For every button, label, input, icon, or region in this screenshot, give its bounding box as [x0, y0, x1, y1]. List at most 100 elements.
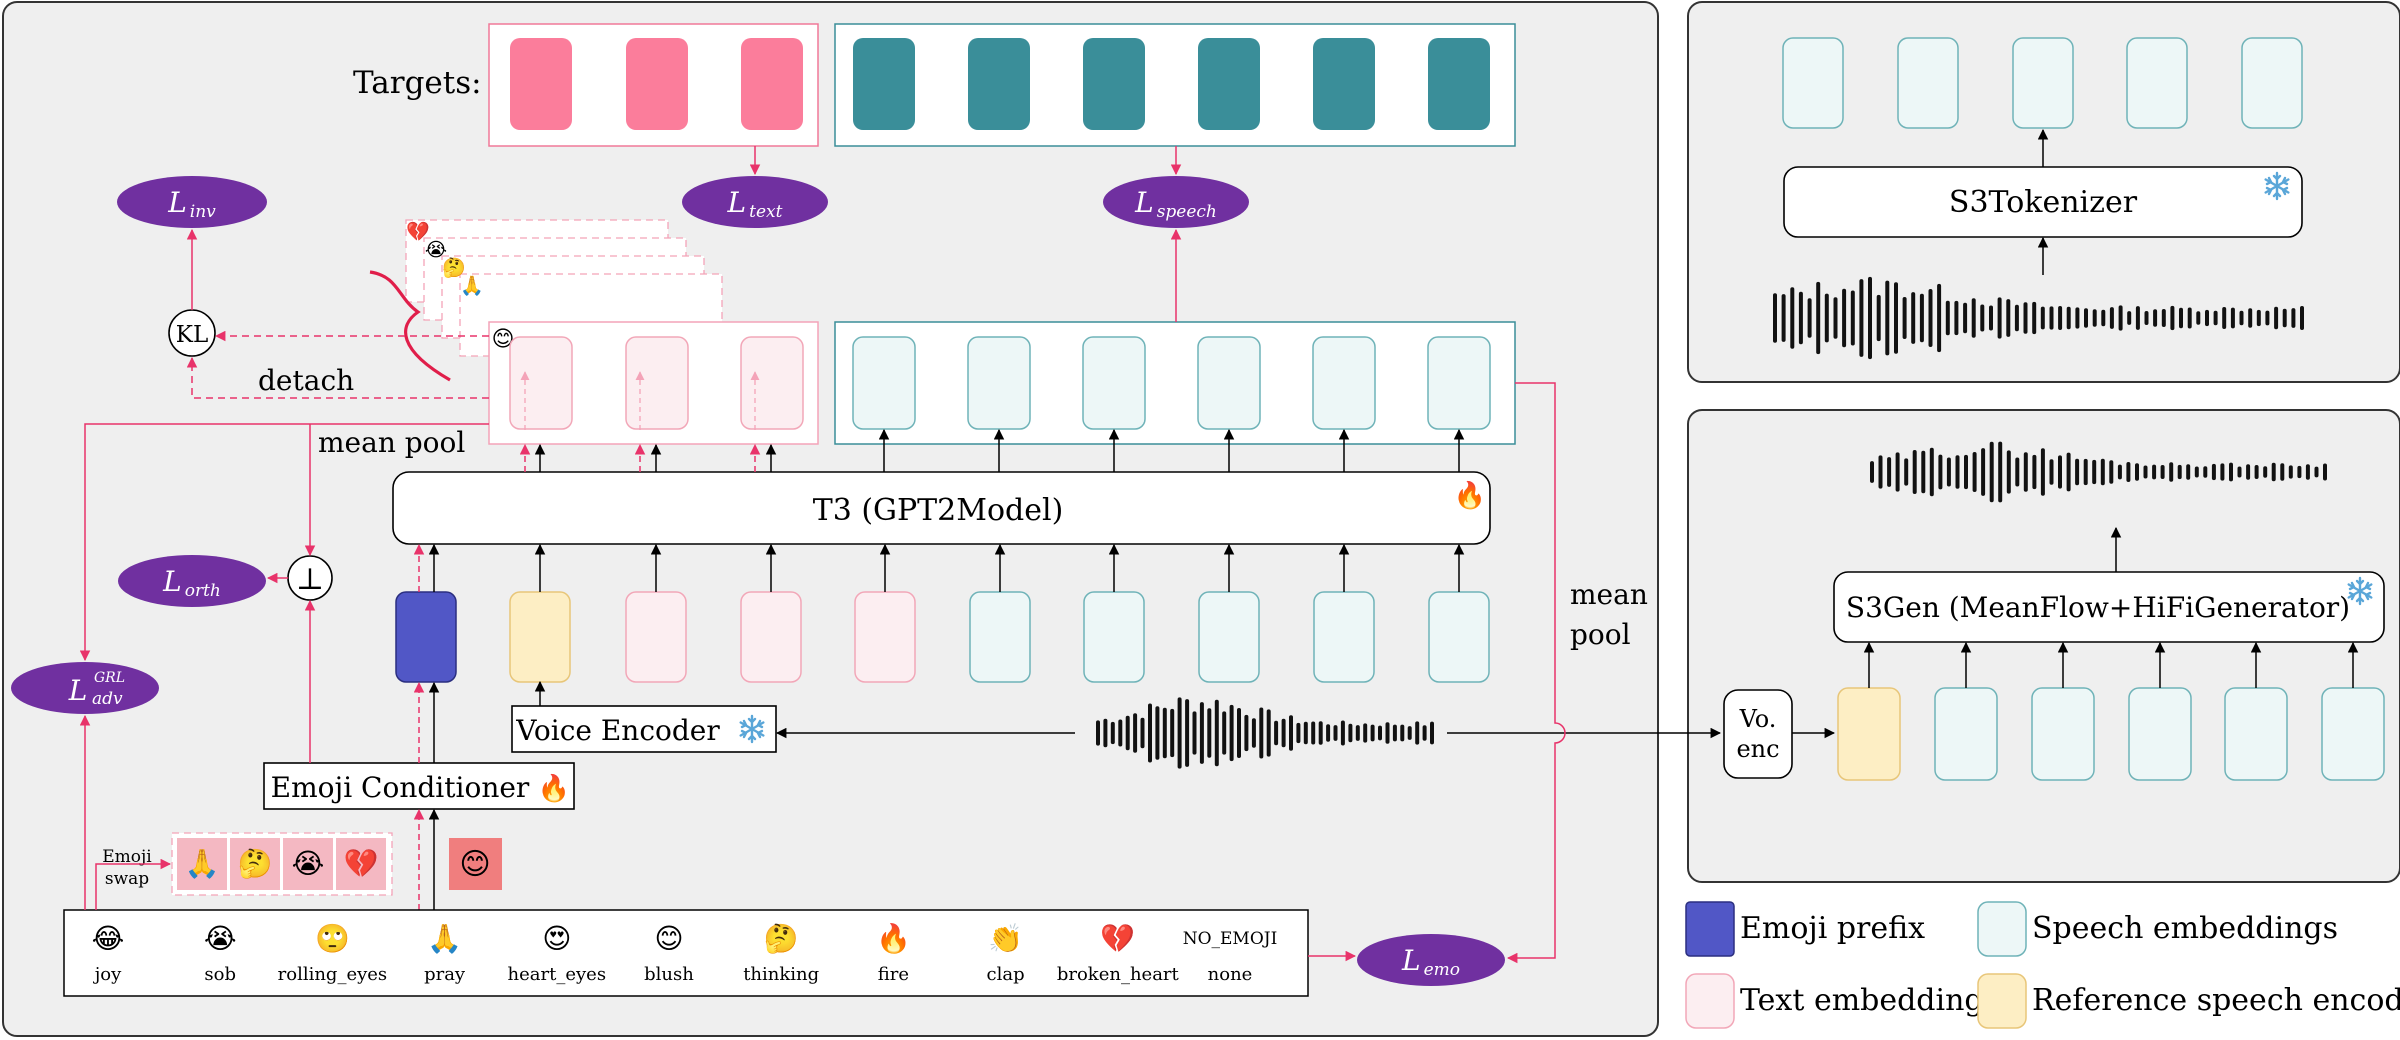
emoji-class-icon: 👏 — [988, 922, 1023, 955]
speech-token — [1897, 37, 1959, 129]
speech-target-token — [1198, 38, 1260, 130]
text-targets — [510, 38, 803, 130]
speech-input-token — [1198, 591, 1260, 683]
speech-token — [2128, 687, 2192, 781]
stack-emoji: 😊 — [492, 327, 515, 352]
selected-emoji-cell — [449, 838, 502, 890]
s3tokenizer-label: S3Tokenizer — [1949, 185, 2138, 220]
emoji-class-label: fire — [878, 964, 909, 985]
speech-token — [2321, 687, 2385, 781]
emoji-class-label: blush — [644, 964, 694, 985]
speech-token — [2031, 687, 2095, 781]
emoji-class-icon: 🙏 — [427, 922, 462, 955]
svg-text:adv: adv — [92, 689, 123, 709]
emoji-class-label: sob — [204, 964, 236, 985]
emoji-class-icon: 💔 — [1100, 922, 1135, 955]
legend-label: Text embeddings — [1740, 983, 1999, 1018]
legend: Emoji prefix Speech embeddings Text embe… — [1685, 901, 2400, 1029]
text-input-token — [740, 591, 802, 683]
text-output-token — [625, 336, 689, 430]
text-output-token — [509, 336, 573, 430]
speech-token — [1782, 37, 1844, 129]
emoji-class-label: joy — [93, 964, 122, 985]
speech-token — [1934, 687, 1998, 781]
speech-output-group — [834, 321, 1516, 445]
legend-label: Reference speech encoding — [2032, 983, 2400, 1018]
emoji-class-icon: 🙄 — [315, 922, 350, 955]
emoji-class-label: clap — [987, 964, 1025, 985]
svg-text:L: L — [68, 674, 88, 707]
emoji-class-icon: 🔥 — [876, 922, 911, 955]
legend-label: Emoji prefix — [1740, 911, 1925, 946]
speech-input-token — [969, 591, 1031, 683]
voice-encoder-module — [511, 705, 777, 753]
text-input-token — [854, 591, 916, 683]
emoji-class-label: broken_heart — [1057, 964, 1180, 985]
loss-adv: L GRL adv — [11, 662, 159, 714]
voice-encoder-label: Voice Encoder — [515, 714, 720, 747]
emoji-class-icon: NO_EMOJI — [1183, 929, 1278, 949]
fire-icon: 🔥 — [1454, 480, 1486, 511]
s3gen-label: S3Gen (MeanFlow+HiFiGenerator) — [1846, 591, 2350, 624]
text-target-token — [626, 38, 688, 130]
legend-label: Speech embeddings — [2032, 911, 2338, 946]
speech-output-token — [1082, 336, 1146, 430]
s3gen-module — [1833, 571, 2385, 643]
speech-targets-group — [834, 23, 1516, 147]
speech-token — [2224, 687, 2288, 781]
speech-token — [2012, 37, 2074, 129]
voice-encoder-small — [1723, 689, 1793, 779]
speech-output-token — [1312, 336, 1376, 430]
speech-input-token — [1313, 591, 1375, 683]
output-waveform — [1870, 441, 2327, 503]
speech-output-token — [967, 336, 1031, 430]
selected-emoji: 😊 — [459, 847, 490, 882]
speech-target-token — [1428, 38, 1490, 130]
legend-swatch-reference — [1977, 973, 2027, 1029]
emoji-class-label: thinking — [743, 964, 819, 985]
speech-targets — [853, 38, 1490, 130]
swap-emoji: 🤔 — [238, 847, 273, 880]
swap-emoji: 🙏 — [185, 847, 220, 880]
emoji-class-label: heart_eyes — [508, 964, 607, 985]
speech-input-token — [1083, 591, 1145, 683]
speech-token — [2241, 37, 2303, 129]
emoji-conditioner-label: Emoji Conditioner — [271, 771, 530, 804]
emoji-class-icon: 😊 — [654, 922, 683, 955]
input-waveform — [1773, 276, 2304, 360]
emoji-class-icon: 😭 — [204, 922, 237, 955]
speech-target-token — [853, 38, 915, 130]
emoji-class-bar — [63, 909, 1309, 997]
emoji-conditioner-module — [263, 762, 575, 810]
speech-output-token — [1427, 336, 1491, 430]
swap-cell — [177, 838, 227, 890]
emoji-class-icon: 😂 — [92, 922, 125, 955]
vo-enc-label: enc — [1736, 735, 1779, 763]
emoji-class-label: pray — [424, 964, 466, 985]
speech-target-token — [1313, 38, 1375, 130]
swap-cell — [283, 838, 333, 890]
legend-swatch-emoji-prefix — [1685, 901, 1735, 957]
reference-waveform — [1096, 697, 1434, 769]
speech-output-tokens — [852, 336, 1491, 430]
t3-module — [392, 471, 1491, 545]
emoji-class-label: none — [1208, 964, 1253, 985]
text-target-token — [741, 38, 803, 130]
kl-label: KL — [176, 322, 208, 348]
targets-label: Targets: — [353, 65, 482, 101]
t3-label: T3 (GPT2Model) — [813, 493, 1064, 528]
text-input-token — [625, 591, 687, 683]
swap-cell — [336, 838, 386, 890]
speech-output-token — [1197, 336, 1261, 430]
emoji-swap-label: swap — [105, 869, 149, 889]
reference-speech-token — [1837, 687, 1901, 781]
s3tokenizer-output-tokens — [1782, 37, 2303, 129]
orth-symbol: ⊥ — [296, 562, 324, 597]
